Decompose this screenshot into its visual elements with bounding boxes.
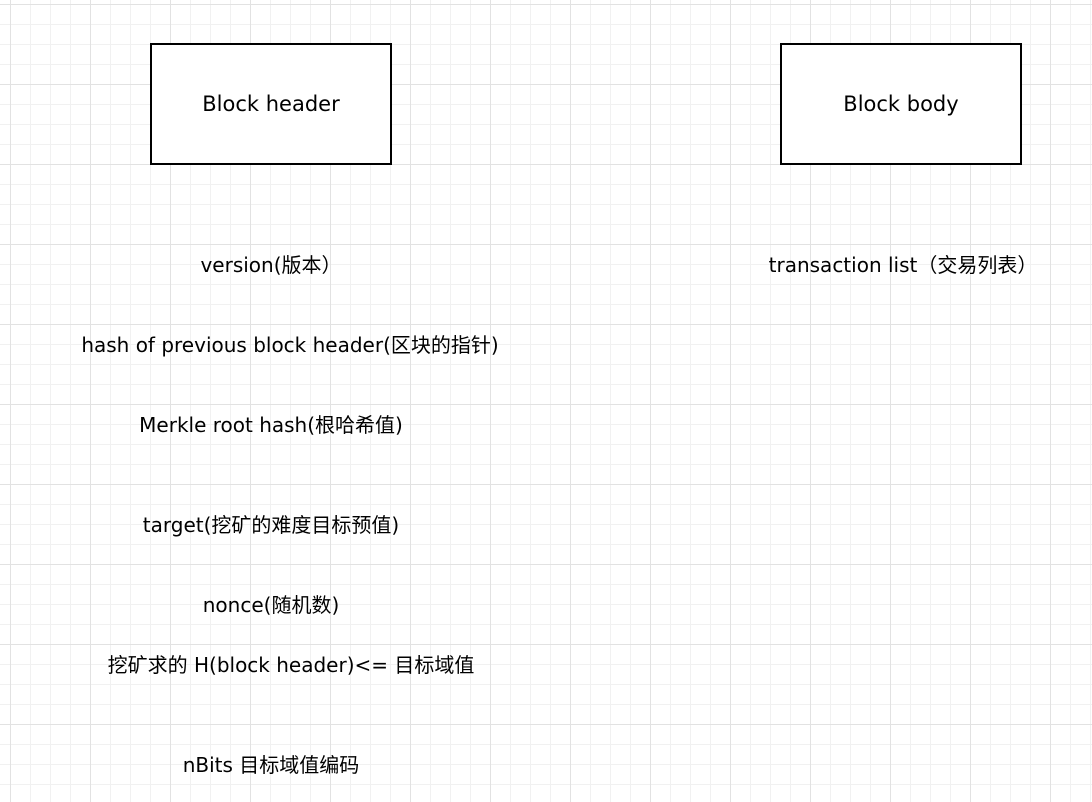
block-header-label: Block header: [202, 92, 340, 116]
block-body-label: Block body: [843, 92, 959, 116]
block-body-box[interactable]: Block body: [780, 43, 1022, 165]
block-header-box[interactable]: Block header: [150, 43, 392, 165]
version-field: version(版本）: [200, 253, 342, 277]
transaction-list-field: transaction list（交易列表）: [768, 253, 1038, 277]
target-field: target(挖矿的难度目标预值): [142, 513, 400, 537]
merkle-root-field: Merkle root hash(根哈希值): [139, 413, 403, 437]
nonce-field: nonce(随机数): [202, 593, 340, 617]
nbits-field: nBits 目标域值编码: [182, 753, 360, 777]
mining-condition-text: 挖矿求的 H(block header)<= 目标域值: [107, 653, 475, 677]
prev-block-hash-field: hash of previous block header(区块的指针): [81, 333, 499, 357]
